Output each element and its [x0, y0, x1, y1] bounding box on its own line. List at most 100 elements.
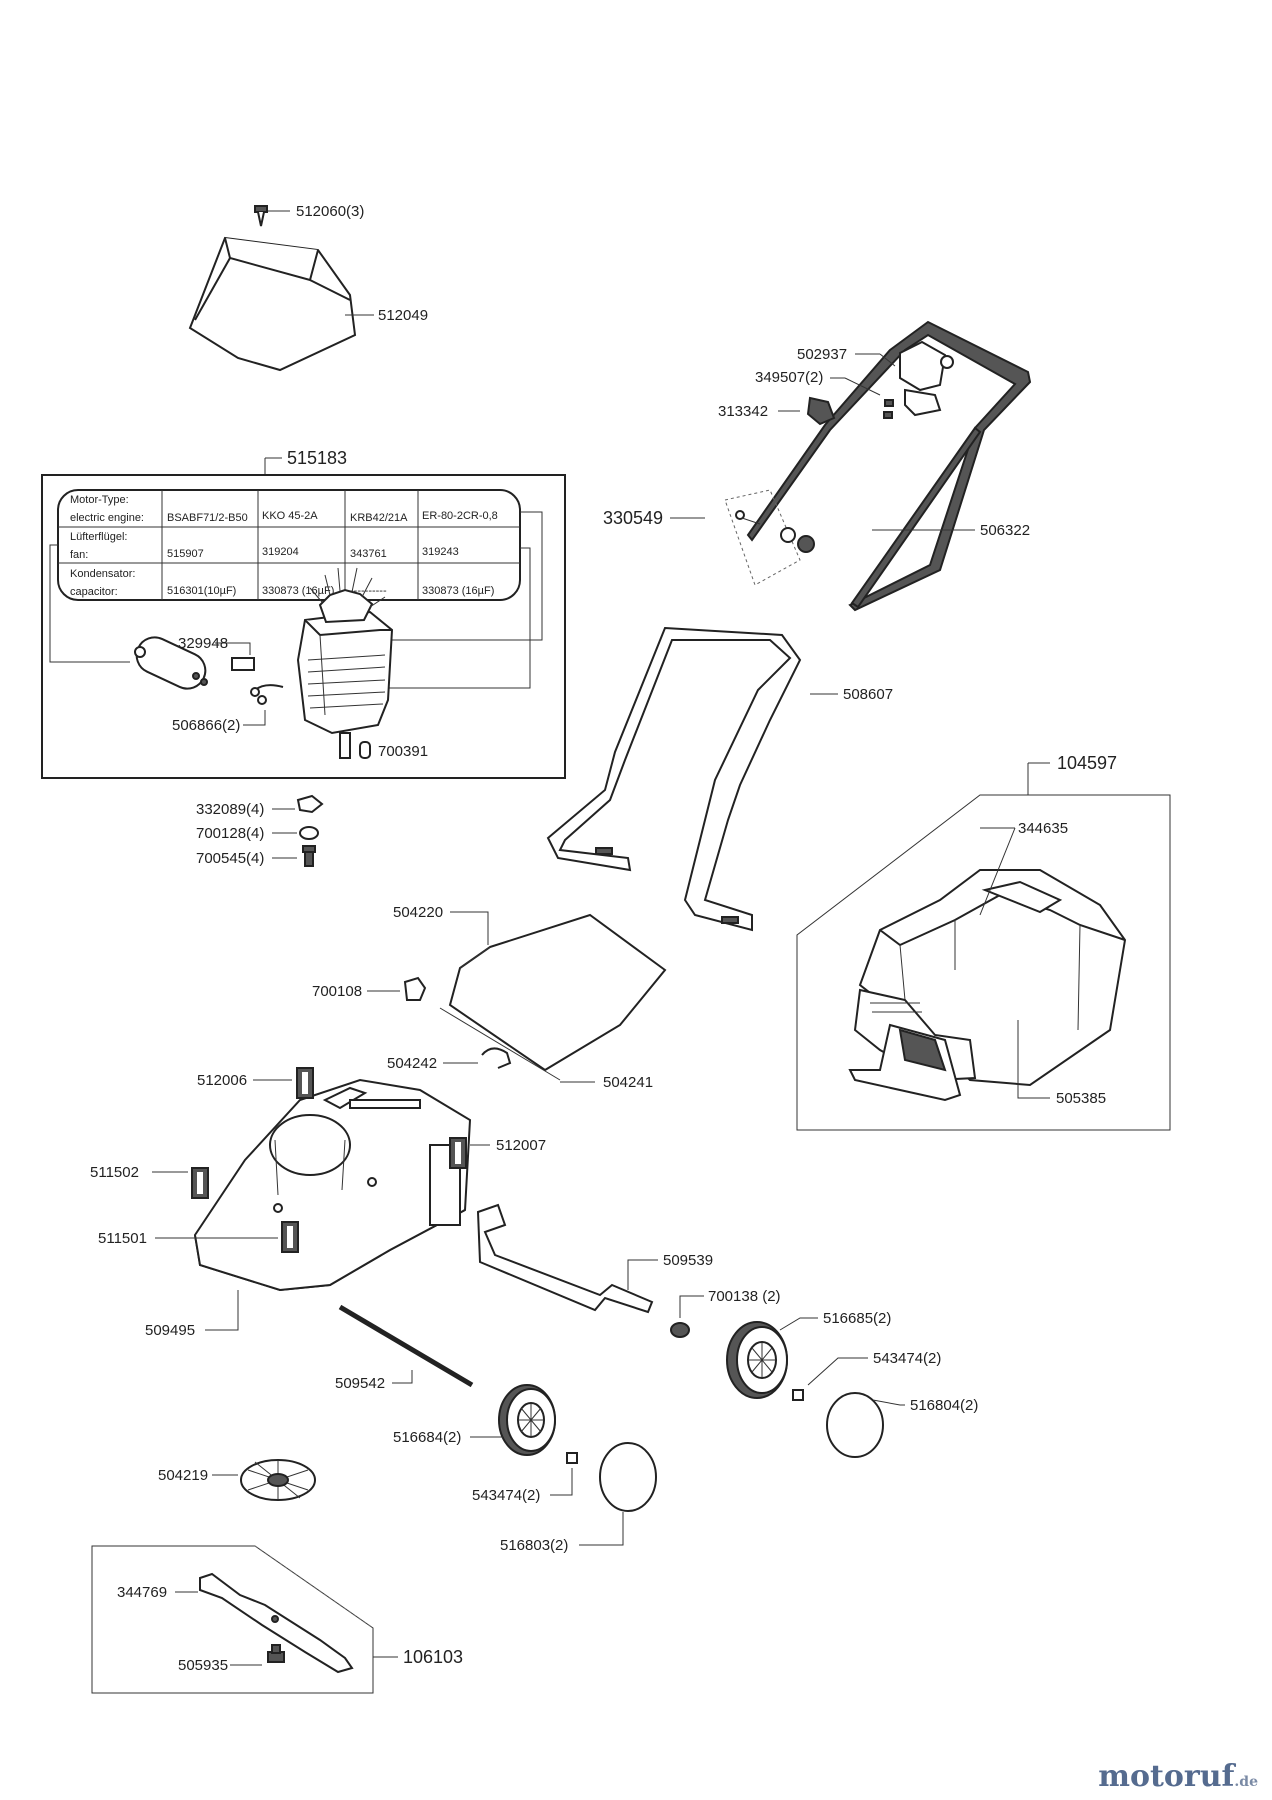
washer-part	[299, 826, 319, 840]
label-329948: 329948	[178, 635, 228, 652]
label-506866: 506866(2)	[172, 717, 240, 734]
label-505385: 505385	[1056, 1090, 1106, 1107]
label-700138: 700138 (2)	[708, 1288, 781, 1305]
label-511501: 511501	[98, 1230, 147, 1247]
spring-part	[481, 1047, 512, 1069]
brush-part	[359, 741, 371, 759]
table-header: Kondensator:	[70, 568, 135, 580]
clip-part	[449, 1137, 467, 1169]
watermark-suffix: .de	[1234, 1774, 1258, 1790]
label-516803: 516803(2)	[500, 1537, 568, 1554]
screw-kit-part	[735, 510, 815, 553]
label-512060: 512060(3)	[296, 203, 364, 220]
label-509495: 509495	[145, 1322, 195, 1339]
height-adjuster-part	[476, 1203, 654, 1314]
label-512007: 512007	[496, 1137, 546, 1154]
capacitor-part	[134, 636, 208, 690]
table-header: Lüfterflügel:	[70, 531, 127, 543]
label-349507: 349507(2)	[755, 369, 823, 386]
grass-box-part	[848, 869, 1127, 1102]
screws-part	[883, 399, 894, 419]
label-508607: 508607	[843, 686, 893, 703]
label-543474-front: 543474(2)	[472, 1487, 540, 1504]
label-512006: 512006	[197, 1072, 247, 1089]
label-332089: 332089(4)	[196, 801, 264, 818]
hubcap-part	[826, 1392, 884, 1458]
axle-rod-part	[338, 1304, 474, 1388]
table-cell: 330873 (16µF)	[422, 585, 494, 597]
label-509542: 509542	[335, 1375, 385, 1392]
label-506322: 506322	[980, 522, 1030, 539]
label-700391: 700391	[378, 743, 428, 760]
label-700128: 700128(4)	[196, 825, 264, 842]
table-cell: 330873 (16µF)	[262, 585, 334, 597]
clip-part	[792, 1389, 804, 1401]
hubcap-part	[599, 1442, 657, 1512]
front-wheel-part	[498, 1384, 556, 1456]
bolt-part	[302, 845, 316, 867]
label-505935: 505935	[178, 1657, 228, 1674]
label-504220: 504220	[393, 904, 443, 921]
clip-part	[296, 1067, 314, 1099]
table-cell: 319204	[262, 546, 299, 558]
label-700108: 700108	[312, 983, 362, 1000]
chute-flap-part	[439, 913, 667, 1081]
label-512049: 512049	[378, 307, 428, 324]
table-header: Motor-Type:	[70, 494, 129, 506]
label-106103: 106103	[403, 1647, 463, 1667]
cover-part	[188, 236, 357, 372]
label-313342: 313342	[718, 403, 768, 420]
label-502937: 502937	[797, 346, 847, 363]
table-cell: BSABF71/2-B50	[167, 512, 248, 524]
grass-box-kit-box	[796, 794, 1171, 1131]
table-header: fan:	[70, 549, 88, 561]
label-516684: 516684(2)	[393, 1429, 461, 1446]
nut-part	[296, 794, 324, 814]
label-344635: 344635	[1018, 820, 1068, 837]
watermark-main: motoruf	[1098, 1759, 1235, 1794]
rear-wheel-part	[726, 1321, 788, 1399]
blade-kit-box	[91, 1545, 374, 1694]
label-515183: 515183	[287, 448, 347, 468]
label-330549: 330549	[603, 508, 663, 528]
table-header: capacitor:	[70, 586, 118, 598]
deck-part	[193, 1078, 472, 1292]
nut-part	[403, 976, 427, 1001]
motor-table: Motor-Type: electric engine: Lüfterflüge…	[57, 489, 521, 601]
label-516685: 516685(2)	[823, 1310, 891, 1327]
nut-part	[670, 1322, 690, 1338]
label-543474-rear: 543474(2)	[873, 1350, 941, 1367]
table-cell: ER-80-2CR-0,8	[422, 510, 498, 522]
label-504241: 504241	[603, 1074, 653, 1091]
blade-bolt-part	[267, 1644, 285, 1663]
watermark: motoruf.de	[1098, 1759, 1258, 1794]
motor-part	[296, 567, 394, 759]
table-cell: 515907	[167, 548, 204, 560]
lower-handle-part	[546, 626, 802, 932]
clamp-part	[806, 396, 836, 426]
screw-kit-outline	[724, 489, 801, 586]
table-cell: 343761	[350, 548, 387, 560]
label-104597: 104597	[1057, 753, 1117, 773]
clip-part	[191, 1167, 209, 1199]
upper-handle-part	[746, 320, 1032, 612]
fan-part	[240, 1459, 316, 1501]
table-cell: KRB42/21A	[350, 512, 408, 524]
table-cell: KKO 45-2A	[262, 510, 318, 522]
label-511502: 511502	[90, 1164, 139, 1181]
table-cell: 319243	[422, 546, 459, 558]
table-cell: 516301(10µF)	[167, 585, 236, 597]
label-509539: 509539	[663, 1252, 713, 1269]
label-344769: 344769	[117, 1584, 167, 1601]
connector-part	[231, 657, 255, 671]
label-504219: 504219	[158, 1467, 208, 1484]
table-header: electric engine:	[70, 512, 144, 524]
clip-part	[566, 1452, 578, 1464]
label-504242: 504242	[387, 1055, 437, 1072]
motor-kit-box	[41, 474, 566, 779]
label-516804: 516804(2)	[910, 1397, 978, 1414]
label-700545: 700545(4)	[196, 850, 264, 867]
screw-part	[254, 205, 268, 227]
blade-part	[199, 1572, 354, 1674]
